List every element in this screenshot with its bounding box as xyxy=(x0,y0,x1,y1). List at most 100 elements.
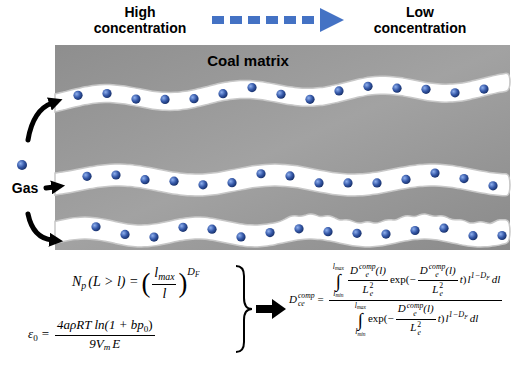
equation-symbol: 0 xyxy=(33,333,38,343)
gas-molecule xyxy=(160,95,169,104)
gas-molecule xyxy=(488,181,497,190)
gas-molecule xyxy=(479,84,488,93)
gas-molecule xyxy=(140,175,149,184)
equation-symbol: = xyxy=(42,326,49,341)
index-stack: compce xyxy=(298,292,315,308)
gas-molecule xyxy=(450,88,459,97)
equation-symbol: ∫ xyxy=(358,311,363,329)
index-stack: compe xyxy=(359,263,376,279)
equation-symbol: (l) xyxy=(423,302,433,314)
equation-symbol: comp xyxy=(298,292,315,300)
equation-symbol: ( xyxy=(141,268,150,298)
equation-symbol: D xyxy=(398,302,406,314)
equation-symbol: 2 xyxy=(417,321,421,329)
equation-symbol: e xyxy=(417,329,421,337)
gas-molecule xyxy=(169,177,178,186)
gas-molecules xyxy=(73,82,506,242)
index-stack: compe xyxy=(429,263,446,279)
gas-molecule xyxy=(294,224,303,233)
equation-symbol: N xyxy=(72,274,81,289)
gas-molecule xyxy=(120,230,129,239)
equation-symbol: comp xyxy=(429,263,446,271)
gas-molecule xyxy=(334,86,343,95)
equation: ε0=4aρRT ln(1 + bp0)9VmE xyxy=(28,318,157,352)
numerator: lmax∫lminDcompe(l)L2eexp(−Dcompe(l)L2et)… xyxy=(329,263,502,301)
equation-symbol: F xyxy=(464,314,468,320)
gas-molecule xyxy=(91,222,100,231)
lower-limit: lmin xyxy=(355,328,365,337)
equation-symbol: F xyxy=(195,270,200,279)
denominator: lmax∫lminexp(−Dcompe(l)L2et)l1−DFdl xyxy=(329,301,502,338)
fraction: Dcompe(l)L2e xyxy=(348,263,388,298)
index-stack: 2e xyxy=(439,282,443,298)
equation-symbol: exp xyxy=(390,273,406,285)
gas-molecule xyxy=(73,91,82,100)
exponent: 1−DF xyxy=(471,271,490,280)
equation-symbol: t xyxy=(438,312,441,324)
gas-molecule xyxy=(198,180,207,189)
numerator: Dcompe(l) xyxy=(418,263,458,281)
equation-symbol: L xyxy=(432,283,438,295)
index-stack: 2e xyxy=(417,321,421,337)
equation-symbol: m xyxy=(104,342,111,352)
equation-symbol: e xyxy=(439,290,443,298)
gas-molecule xyxy=(247,83,256,92)
equation-symbol: = xyxy=(318,293,324,305)
gas-molecule xyxy=(17,160,27,170)
gas-molecule xyxy=(285,171,294,180)
equation-symbol: dl xyxy=(492,273,501,285)
equation-symbol: max xyxy=(357,304,366,310)
equation-symbol: t xyxy=(460,273,463,285)
denominator: L2e xyxy=(348,281,388,298)
equation-symbol: ) xyxy=(463,273,467,285)
equation-symbol: D xyxy=(289,293,297,305)
integral: lmax∫lmin xyxy=(355,302,366,338)
equation-symbol: max xyxy=(335,265,344,271)
denominator: L2e xyxy=(418,281,458,298)
numerator: lmax xyxy=(152,265,176,285)
gas-molecule xyxy=(497,231,506,240)
equation-symbol: p xyxy=(81,280,86,291)
upper-limit: lmax xyxy=(355,302,366,311)
equation-symbol: dl xyxy=(470,312,479,324)
denominator: L2e xyxy=(396,320,436,337)
index-stack: 2e xyxy=(370,282,374,298)
equation-symbol: (L > l) = xyxy=(88,274,138,289)
equation-symbol: 2 xyxy=(370,282,374,290)
equation-symbol: l xyxy=(333,262,335,271)
equation-symbol: l xyxy=(355,327,357,336)
equation-symbol: comp xyxy=(407,302,424,310)
denominator: l xyxy=(152,285,176,301)
equation-symbol: ∫ xyxy=(336,272,341,290)
equation-symbol: (l) xyxy=(445,264,455,276)
coal-matrix-ground xyxy=(55,45,510,250)
gas-molecule xyxy=(381,229,390,238)
gas-molecule xyxy=(343,178,352,187)
equation-symbol: min xyxy=(357,331,365,337)
denominator: 9VmE xyxy=(55,336,155,353)
pore-channel xyxy=(55,73,510,112)
equation-symbol: 1−D xyxy=(471,271,487,280)
gas-molecule xyxy=(421,85,430,94)
gas-molecule xyxy=(256,169,265,178)
exponent: DF xyxy=(187,266,199,277)
gas-molecule xyxy=(265,228,274,237)
fraction: Dcomp e (l) L2e xyxy=(396,302,436,337)
equation-symbol: 2 xyxy=(439,282,443,290)
equation-symbol: ce xyxy=(298,300,315,308)
gas-molecule xyxy=(149,232,158,241)
fraction: Dcompe(l)L2e xyxy=(418,263,458,298)
fraction: 4aρRT ln(1 + bp0)9VmE xyxy=(55,318,155,352)
equation-symbol: exp xyxy=(368,312,384,324)
equation-symbol: ( xyxy=(384,312,388,324)
gas-molecule xyxy=(207,225,216,234)
exponent: 1−DF xyxy=(449,310,468,319)
equation-symbol: 1−D xyxy=(449,310,465,319)
lower-limit: lmin xyxy=(333,290,343,299)
equation-symbol: ( xyxy=(406,273,410,285)
equation-symbol: e xyxy=(370,290,374,298)
gas-label: Gas xyxy=(5,180,45,196)
gas-molecule xyxy=(410,226,419,235)
equation: Np(L > l) =(lmaxl)DF xyxy=(72,265,199,301)
